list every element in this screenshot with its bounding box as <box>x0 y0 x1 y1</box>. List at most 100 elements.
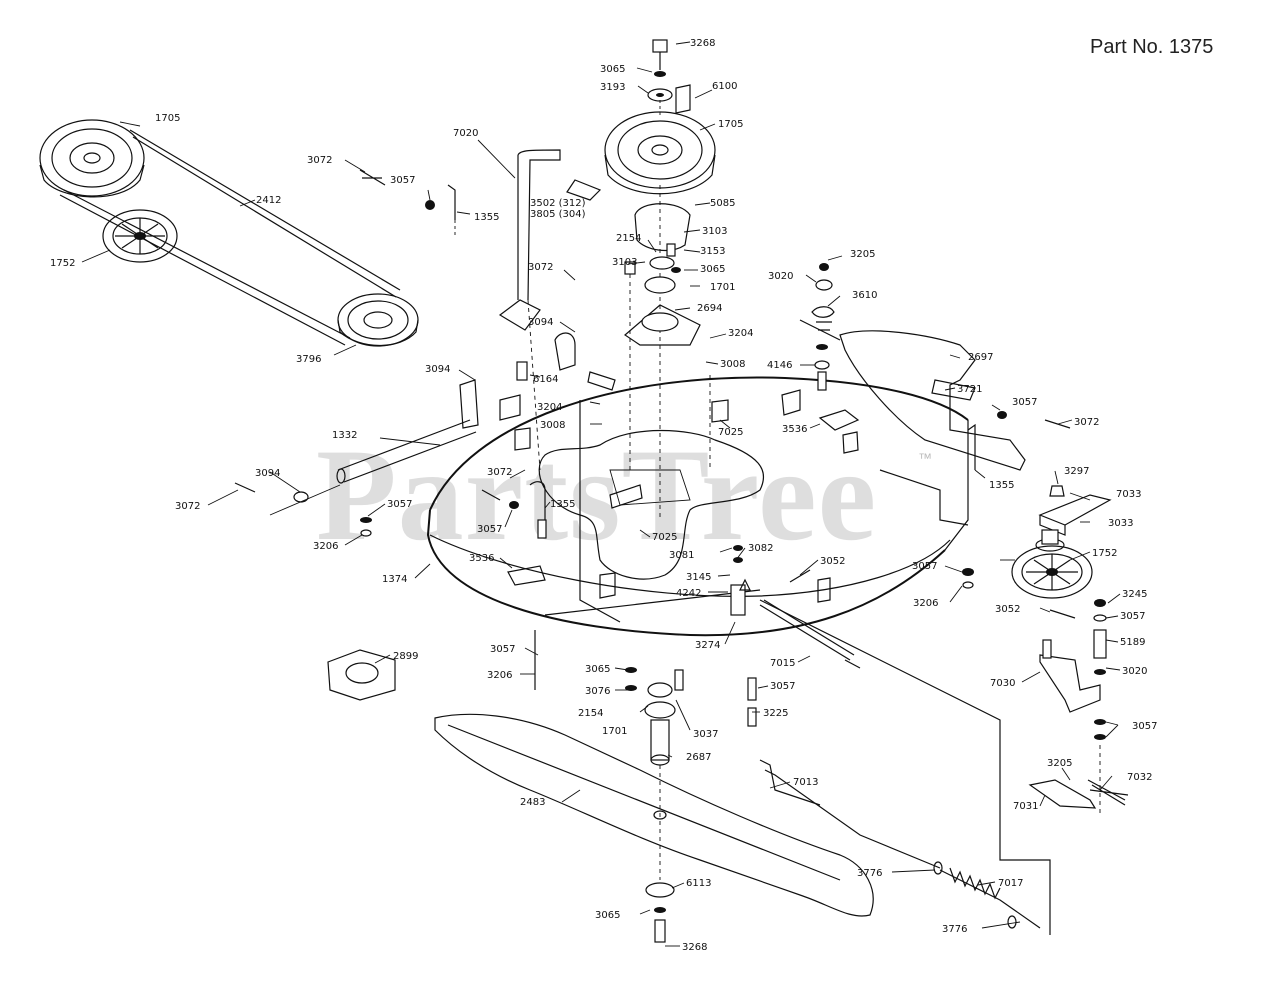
part-callout[interactable]: 2899 <box>393 651 418 662</box>
part-callout[interactable]: 7025 <box>652 532 677 543</box>
part-callout[interactable]: 2412 <box>256 195 281 206</box>
part-callout[interactable]: 3502 (312) <box>530 198 586 209</box>
part-callout[interactable]: 3082 <box>748 543 773 554</box>
part-callout[interactable]: 3206 <box>913 598 938 609</box>
part-callout[interactable]: 4146 <box>767 360 792 371</box>
part-callout[interactable]: 3037 <box>693 729 718 740</box>
part-callout[interactable]: 1374 <box>382 574 407 585</box>
watermark-trademark: ™ <box>918 450 932 466</box>
part-callout[interactable]: 7032 <box>1127 772 1152 783</box>
part-callout[interactable]: 3206 <box>487 670 512 681</box>
part-callout[interactable]: 3536 <box>469 553 494 564</box>
part-callout[interactable]: 7020 <box>453 128 478 139</box>
part-callout[interactable]: 3268 <box>682 942 707 953</box>
part-callout[interactable]: 2154 <box>616 233 641 244</box>
part-callout[interactable]: 3065 <box>595 910 620 921</box>
part-callout[interactable]: 3103 <box>702 226 727 237</box>
part-callout[interactable]: 7025 <box>718 427 743 438</box>
part-callout[interactable]: 3057 <box>1132 721 1157 732</box>
part-callout[interactable]: 3020 <box>768 271 793 282</box>
lever-7030 <box>1039 639 1101 713</box>
part-callout[interactable]: 3052 <box>995 604 1020 615</box>
part-callout[interactable]: 3245 <box>1122 589 1147 600</box>
part-callout[interactable]: 3094 <box>425 364 450 375</box>
part-callout[interactable]: 3072 <box>487 467 512 478</box>
part-callout[interactable]: 1752 <box>1092 548 1117 559</box>
part-callout[interactable]: 1355 <box>550 499 575 510</box>
part-callout[interactable]: 3225 <box>763 708 788 719</box>
part-callout[interactable]: 2694 <box>697 303 722 314</box>
part-callout[interactable]: 2154 <box>578 708 603 719</box>
part-callout[interactable]: 1705 <box>155 113 180 124</box>
part-callout[interactable]: 3796 <box>296 354 321 365</box>
part-callout[interactable]: 4242 <box>676 588 701 599</box>
part-callout[interactable]: 3072 <box>307 155 332 166</box>
part-callout[interactable]: 3033 <box>1108 518 1133 529</box>
part-callout[interactable]: 3072 <box>1074 417 1099 428</box>
part-callout[interactable]: 3204 <box>728 328 753 339</box>
part-callout[interactable]: 3776 <box>942 924 967 935</box>
part-callout[interactable]: 3153 <box>700 246 725 257</box>
part-callout[interactable]: 3205 <box>850 249 875 260</box>
part-callout[interactable]: 3206 <box>313 541 338 552</box>
part-callout[interactable]: 3205 <box>1047 758 1072 769</box>
part-callout[interactable]: 7015 <box>770 658 795 669</box>
part-callout[interactable]: 3065 <box>585 664 610 675</box>
part-callout[interactable]: 7030 <box>990 678 1015 689</box>
part-callout[interactable]: 3065 <box>600 64 625 75</box>
part-callout[interactable]: 5189 <box>1120 637 1145 648</box>
bracket-7033 <box>1038 485 1112 536</box>
part-callout[interactable]: 3057 <box>912 561 937 572</box>
part-callout[interactable]: 3094 <box>528 317 553 328</box>
part-callout[interactable]: 3610 <box>852 290 877 301</box>
part-callout[interactable]: 3536 <box>782 424 807 435</box>
part-callout[interactable]: 3274 <box>695 640 720 651</box>
part-callout[interactable]: 3020 <box>1122 666 1147 677</box>
part-callout[interactable]: 3057 <box>390 175 415 186</box>
part-callout[interactable]: 7031 <box>1013 801 1038 812</box>
part-callout[interactable]: 3145 <box>686 572 711 583</box>
part-callout[interactable]: 1332 <box>332 430 357 441</box>
part-callout[interactable]: 3057 <box>1012 397 1037 408</box>
part-callout[interactable]: 7013 <box>793 777 818 788</box>
part-callout[interactable]: 6100 <box>712 81 737 92</box>
part-callout[interactable]: 3057 <box>387 499 412 510</box>
part-callout[interactable]: 3776 <box>857 868 882 879</box>
bracket-7025 <box>599 375 729 599</box>
part-callout[interactable]: 3072 <box>528 262 553 273</box>
part-callout[interactable]: 3008 <box>540 420 565 431</box>
part-callout[interactable]: 3072 <box>175 501 200 512</box>
part-callout[interactable]: 3057 <box>770 681 795 692</box>
part-callout[interactable]: 7017 <box>998 878 1023 889</box>
part-callout[interactable]: 1705 <box>718 119 743 130</box>
part-callout[interactable]: 6113 <box>686 878 711 889</box>
part-callout[interactable]: 3065 <box>700 264 725 275</box>
part-callout[interactable]: 3103 <box>612 257 637 268</box>
part-callout[interactable]: 1355 <box>989 480 1014 491</box>
part-callout[interactable]: 3204 <box>537 402 562 413</box>
part-callout[interactable]: 1701 <box>602 726 627 737</box>
part-callout[interactable]: 3057 <box>490 644 515 655</box>
part-callout[interactable]: 3268 <box>690 38 715 49</box>
part-callout[interactable]: 3057 <box>1120 611 1145 622</box>
part-callout[interactable]: 2687 <box>686 752 711 763</box>
part-callout[interactable]: 1701 <box>710 282 735 293</box>
part-callout[interactable]: 3193 <box>600 82 625 93</box>
belt-2412 <box>59 129 401 346</box>
part-callout[interactable]: 2483 <box>520 797 545 808</box>
part-callout[interactable]: 3094 <box>255 468 280 479</box>
part-callout[interactable]: 3052 <box>820 556 845 567</box>
part-callout[interactable]: 3721 <box>957 384 982 395</box>
part-callout[interactable]: 6164 <box>533 374 558 385</box>
part-callout[interactable]: 3805 (304) <box>530 209 586 220</box>
part-callout[interactable]: 3081 <box>669 550 694 561</box>
part-callout[interactable]: 3008 <box>720 359 745 370</box>
part-callout[interactable]: 1752 <box>50 258 75 269</box>
part-callout[interactable]: 3297 <box>1064 466 1089 477</box>
part-callout[interactable]: 3057 <box>477 524 502 535</box>
part-callout[interactable]: 2697 <box>968 352 993 363</box>
part-callout[interactable]: 1355 <box>474 212 499 223</box>
part-callout[interactable]: 3076 <box>585 686 610 697</box>
part-callout[interactable]: 5085 <box>710 198 735 209</box>
part-callout[interactable]: 7033 <box>1116 489 1141 500</box>
